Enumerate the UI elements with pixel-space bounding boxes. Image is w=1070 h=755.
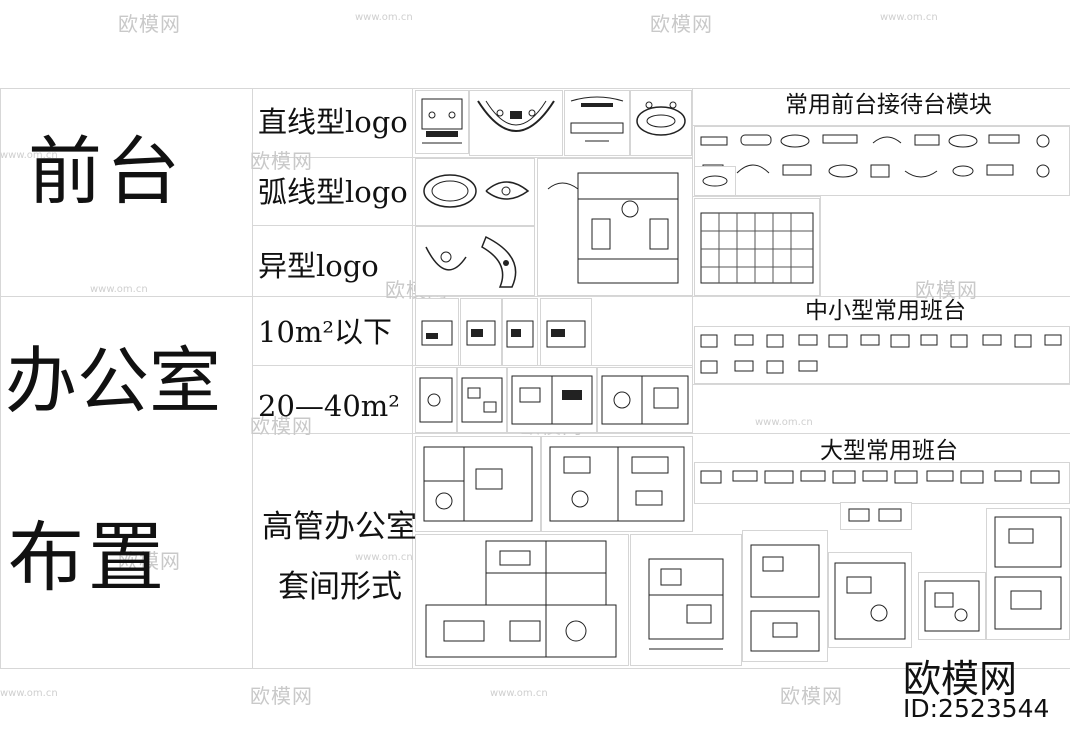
large-desk-strip bbox=[694, 462, 1070, 504]
divider-col1 bbox=[252, 88, 253, 668]
straight-desk-plan-1 bbox=[415, 90, 469, 154]
medium-office-2 bbox=[457, 367, 507, 433]
divider-right-d bbox=[820, 196, 821, 296]
divider-right-e bbox=[692, 384, 1070, 385]
watermark-brand: 欧模网 bbox=[118, 549, 181, 573]
watermark-brand: 欧模网 bbox=[250, 684, 313, 708]
exec-suite-plan-3 bbox=[415, 534, 629, 666]
curved-desk-plan-1 bbox=[415, 158, 535, 226]
large-desk-small bbox=[840, 502, 912, 530]
watermark-url: www.om.cn bbox=[355, 12, 413, 23]
office-title-line2: 布置 bbox=[8, 513, 168, 602]
frame-top bbox=[0, 88, 1070, 89]
watermark-url: www.om.cn bbox=[0, 150, 58, 161]
watermark-brand: 欧模网 bbox=[250, 414, 313, 438]
medium-office-3 bbox=[507, 367, 597, 433]
row-label-under-10sqm: 10m²以下 bbox=[258, 315, 393, 349]
row-label-irregular-logo: 异型logo bbox=[258, 249, 379, 283]
straight-desk-plan-2 bbox=[564, 90, 630, 156]
exec-office-line2: 套间形式 bbox=[278, 569, 402, 605]
divider-row-a bbox=[252, 157, 692, 158]
exec-office-line1: 高管办公室 bbox=[262, 509, 417, 545]
reception-module-strip bbox=[694, 126, 1070, 196]
watermark-url: www.om.cn bbox=[355, 552, 413, 563]
small-office-8sqm bbox=[460, 298, 502, 366]
exec-suite-plan-2 bbox=[541, 436, 693, 532]
watermark-url: www.om.cn bbox=[490, 688, 548, 699]
watermark-brand: 欧模网 bbox=[780, 684, 843, 708]
small-office-6sqm bbox=[415, 298, 459, 366]
frame-bottom bbox=[0, 668, 1070, 669]
large-desk-title: 大型常用班台 bbox=[820, 438, 958, 464]
small-office-10sqm bbox=[540, 298, 592, 366]
brand-id: ID:2523544 bbox=[903, 694, 1050, 723]
divider-row-d bbox=[252, 433, 1070, 434]
divider-col2 bbox=[412, 88, 413, 668]
irregular-desk-plan-1 bbox=[415, 226, 535, 296]
watermark-brand: 欧模网 bbox=[118, 12, 181, 36]
brand-logo-text: 欧模网 bbox=[903, 657, 1018, 701]
watermark-brand: 欧模网 bbox=[250, 149, 313, 173]
small-desk-title: 中小型常用班台 bbox=[805, 298, 966, 324]
divider-right-c bbox=[692, 196, 820, 197]
reception-module-title: 常用前台接待台模块 bbox=[785, 92, 992, 118]
medium-office-1 bbox=[415, 367, 457, 433]
exec-suite-plan-5 bbox=[742, 530, 828, 662]
divider-right-b bbox=[692, 125, 1070, 126]
row-label-straight-logo: 直线型logo bbox=[258, 105, 408, 139]
small-desk-strip bbox=[694, 326, 1070, 384]
exec-suite-plan-7 bbox=[918, 572, 986, 640]
watermark-url: www.om.cn bbox=[880, 12, 938, 23]
row-label-curved-logo: 弧线型logo bbox=[258, 175, 408, 209]
exec-suite-plan-4 bbox=[630, 534, 742, 666]
oval-desk-plan bbox=[630, 90, 692, 156]
front-desk-title: 前台 bbox=[28, 129, 184, 215]
exec-suite-plan-8 bbox=[986, 508, 1070, 640]
divider-row-b bbox=[252, 225, 432, 226]
frame-left bbox=[0, 88, 1, 668]
watermark-url: www.om.cn bbox=[90, 284, 148, 295]
office-grid-plan bbox=[694, 198, 820, 296]
office-title-line1: 办公室 bbox=[5, 339, 222, 423]
lobby-plan bbox=[537, 158, 693, 296]
watermark-url: www.om.cn bbox=[0, 688, 58, 699]
medium-office-4 bbox=[597, 367, 693, 433]
exec-suite-plan-1 bbox=[415, 436, 541, 532]
watermark-url: www.om.cn bbox=[755, 417, 813, 428]
watermark-brand: 欧模网 bbox=[650, 12, 713, 36]
arc-desk-plan-1 bbox=[469, 90, 563, 156]
row-label-20-40sqm: 20—40m² bbox=[258, 389, 400, 423]
watermark-brand: 欧模网 bbox=[915, 278, 978, 302]
reception-module-small bbox=[694, 166, 736, 196]
small-office-9sqm bbox=[502, 298, 538, 366]
exec-suite-plan-6 bbox=[828, 552, 912, 648]
divider-frontdesk-office bbox=[0, 296, 1070, 297]
